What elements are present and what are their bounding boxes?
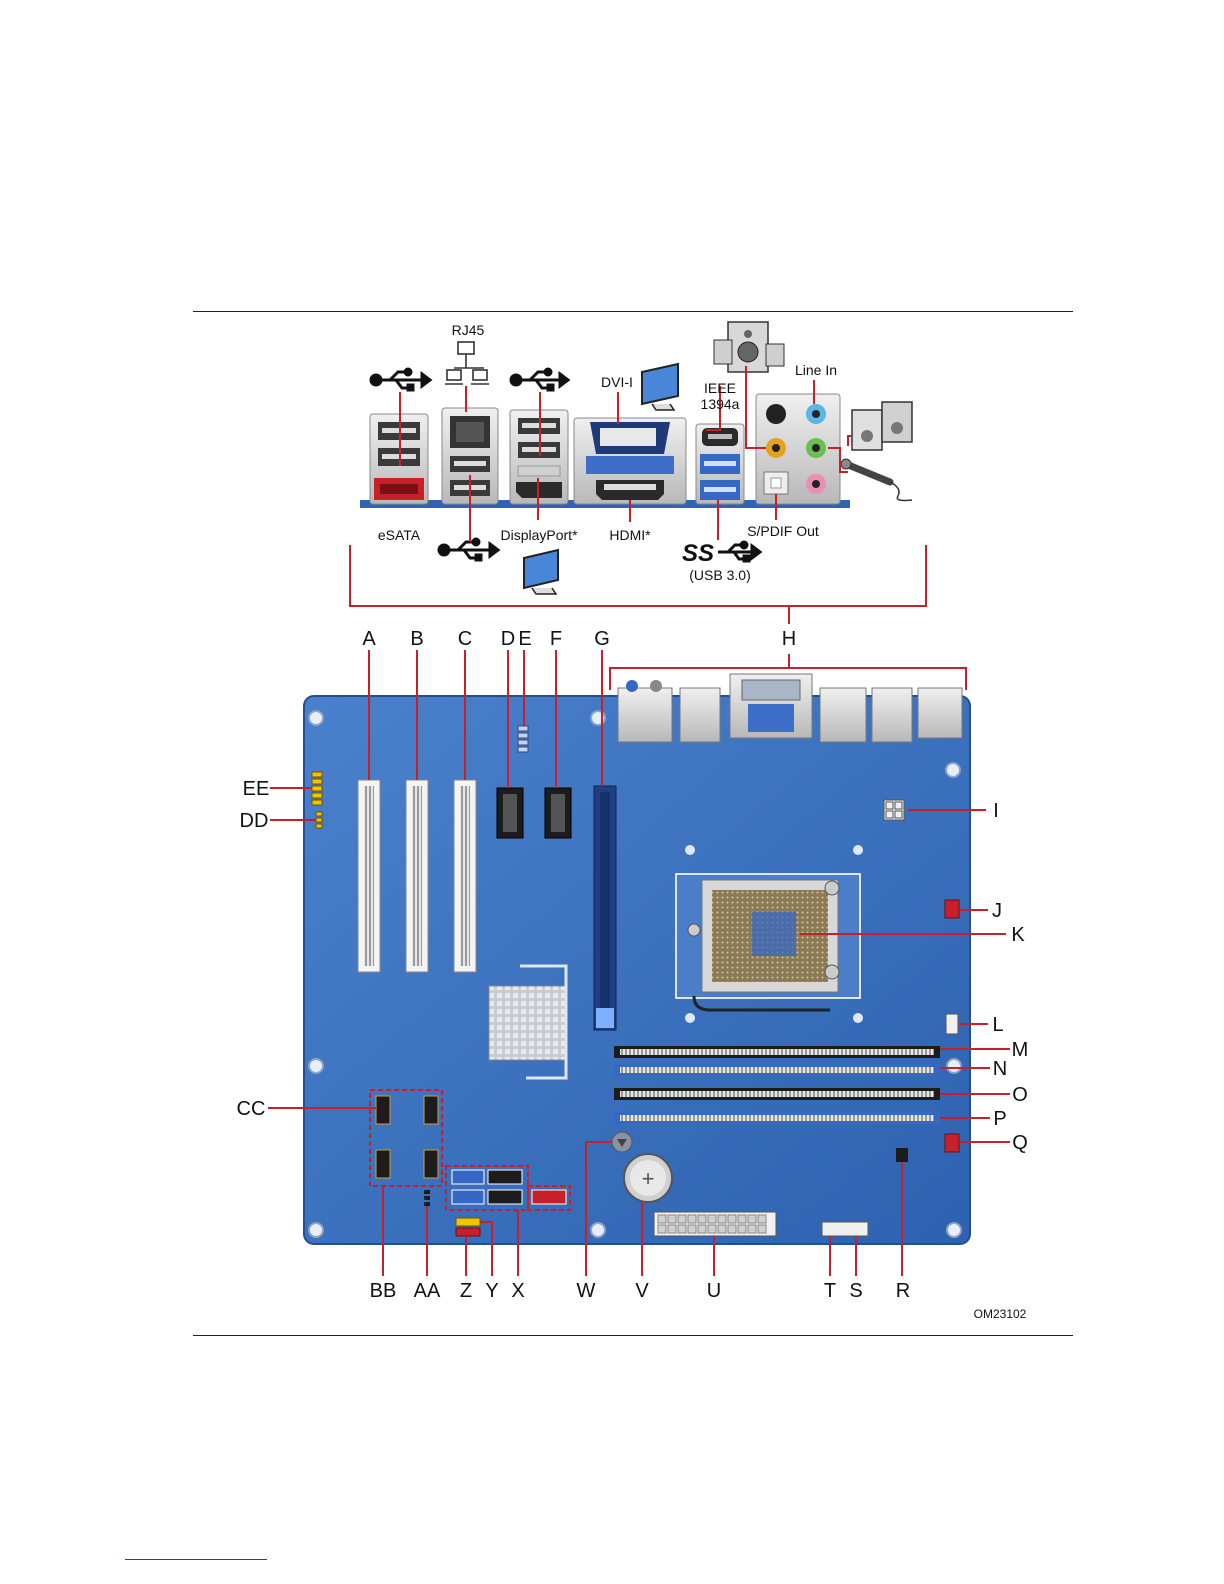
header-aa xyxy=(424,1190,430,1206)
usb-icon xyxy=(439,539,498,560)
callout-p: P xyxy=(993,1108,1006,1130)
header-ee xyxy=(312,772,322,805)
chipset-heatsink xyxy=(489,986,567,1060)
callout-s: S xyxy=(849,1280,862,1302)
microphone-icon xyxy=(841,459,912,501)
callout-o: O xyxy=(1012,1084,1028,1106)
hdmi-label: HDMI* xyxy=(609,527,651,543)
stereo-speakers-icon xyxy=(852,402,912,450)
atx12v-connector xyxy=(884,800,904,820)
callout-h: H xyxy=(782,628,796,650)
header-s-t xyxy=(822,1222,868,1236)
motherboard: + xyxy=(304,654,970,1244)
callout-w: W xyxy=(577,1280,596,1302)
callout-g: G xyxy=(594,628,610,650)
audio-jack-black xyxy=(766,404,786,424)
callout-z: Z xyxy=(460,1280,472,1302)
usb-icon xyxy=(511,369,568,390)
ieee-label-line2: 1394a xyxy=(701,396,740,412)
usb3-icon xyxy=(718,542,760,561)
ieee-label-line1: IEEE xyxy=(704,380,736,396)
pci-slots xyxy=(358,780,476,972)
callout-cc: CC xyxy=(237,1098,266,1120)
rj45-label: RJ45 xyxy=(452,322,485,338)
dvi-label: DVI-I xyxy=(601,374,633,390)
line-in-label: Line In xyxy=(795,362,837,378)
firewire-usb3-stack xyxy=(696,424,744,504)
svg-text:+: + xyxy=(642,1166,655,1191)
fan-header-l xyxy=(946,1014,958,1034)
callout-j: J xyxy=(992,900,1002,922)
dvi-hdmi-stack xyxy=(574,418,686,504)
rear-panel-detail: RJ45 DVI-I IEEE 1394a Line In eSATA Disp… xyxy=(350,322,926,624)
displayport-label: DisplayPort* xyxy=(500,527,578,543)
figure-id-code: OM23102 xyxy=(974,1307,1027,1321)
callout-n: N xyxy=(993,1058,1007,1080)
callout-dd: DD xyxy=(240,810,269,832)
fan-header-q xyxy=(945,1134,959,1152)
callout-b: B xyxy=(410,628,423,650)
fan-header-j xyxy=(945,900,959,918)
callout-u: U xyxy=(707,1280,721,1302)
usb3-label: (USB 3.0) xyxy=(689,567,750,583)
callout-t: T xyxy=(824,1280,836,1302)
rear-io-on-board xyxy=(618,674,962,742)
callout-i: I xyxy=(993,800,999,822)
callout-c: C xyxy=(458,628,472,650)
pcie-x16-slot xyxy=(594,786,616,1030)
cpu-socket xyxy=(676,874,860,1010)
callout-y: Y xyxy=(485,1280,498,1302)
callout-aa: AA xyxy=(414,1280,441,1302)
callout-q: Q xyxy=(1012,1132,1028,1154)
callout-e: E xyxy=(518,628,531,650)
callout-bb: BB xyxy=(370,1280,397,1302)
monitor-icon xyxy=(524,550,558,594)
spdif-label: S/PDIF Out xyxy=(747,523,819,539)
callout-d: D xyxy=(501,628,515,650)
network-icon xyxy=(445,342,489,384)
callout-x: X xyxy=(511,1280,524,1302)
audio-stack xyxy=(756,394,840,504)
superspeed-logo: SS xyxy=(682,540,714,567)
callout-k: K xyxy=(1011,924,1025,946)
callout-f: F xyxy=(550,628,562,650)
component-r xyxy=(896,1148,908,1162)
callout-ee: EE xyxy=(243,778,270,800)
callout-l: L xyxy=(992,1014,1003,1036)
callout-m: M xyxy=(1012,1039,1029,1061)
callout-v: V xyxy=(635,1280,649,1302)
callout-r: R xyxy=(896,1280,910,1302)
callout-a: A xyxy=(362,628,376,650)
rear-panel-bracket xyxy=(350,545,926,606)
speakers-icon xyxy=(714,322,784,372)
header-dd xyxy=(316,812,322,828)
esata-label: eSATA xyxy=(378,527,421,543)
monitor-icon xyxy=(642,364,678,410)
usb-icon xyxy=(371,369,430,390)
sata-red-connector xyxy=(532,1190,566,1204)
